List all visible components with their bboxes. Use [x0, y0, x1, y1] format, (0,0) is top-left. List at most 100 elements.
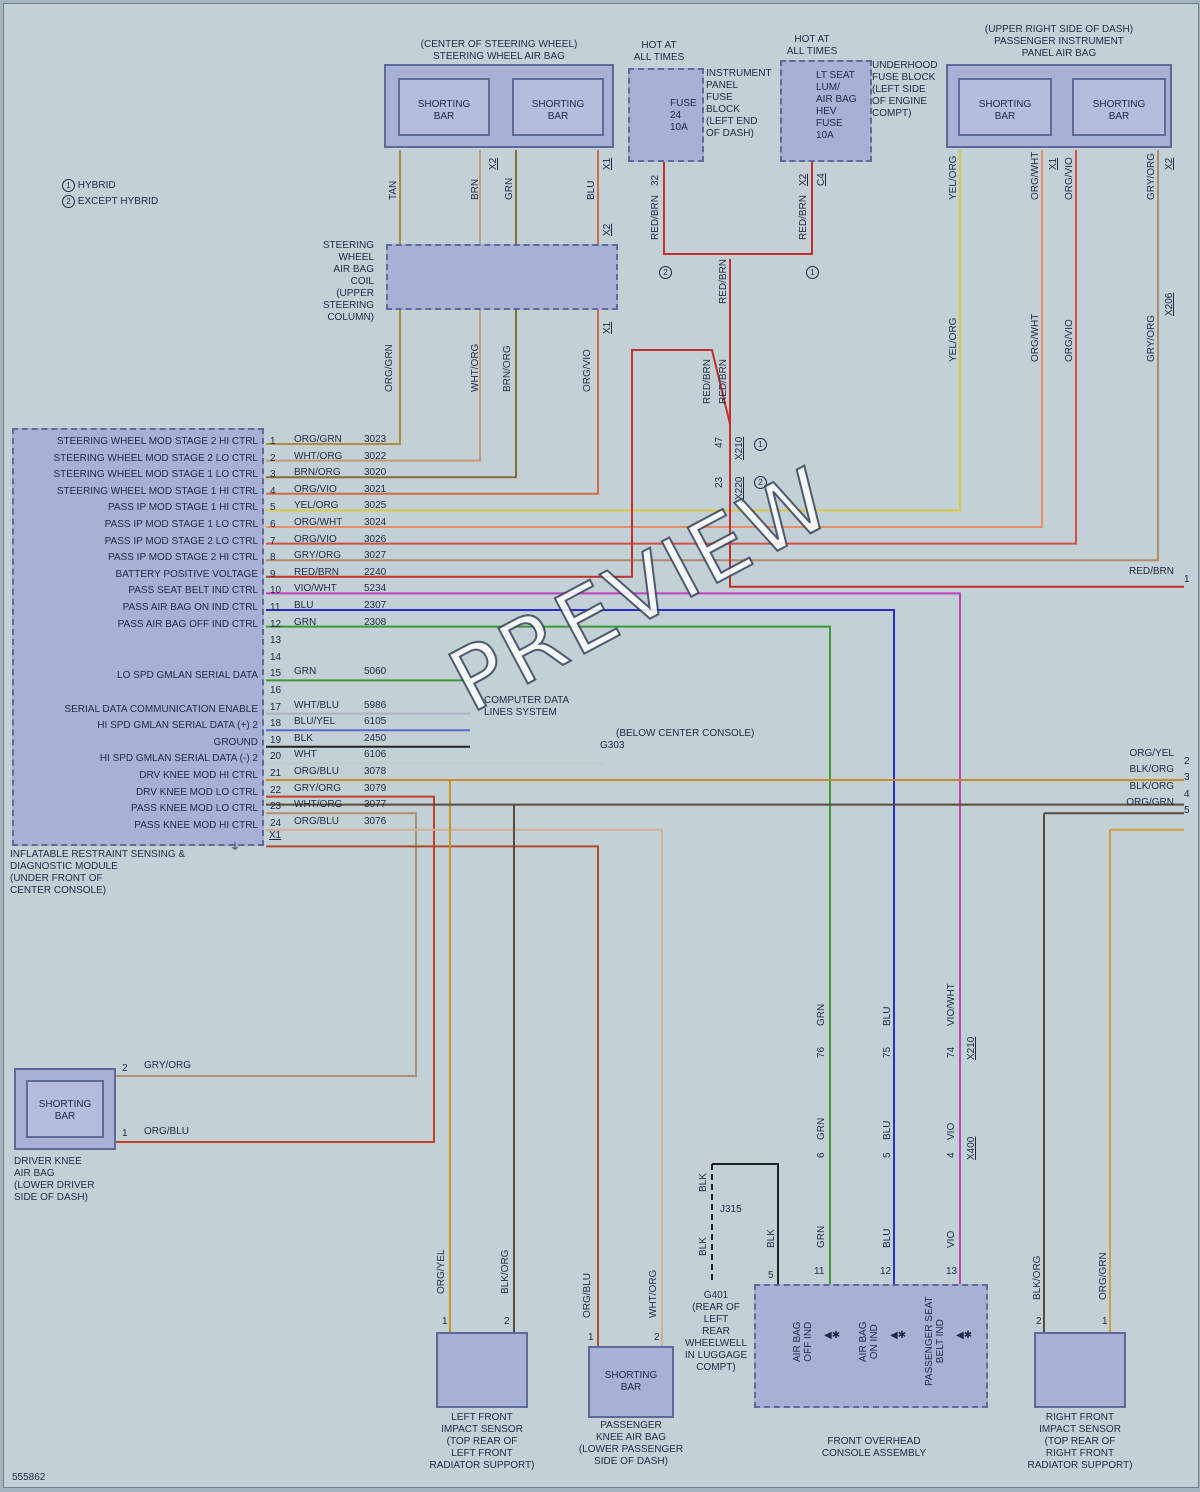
wire: [266, 150, 961, 512]
top-wire-label: YEL/ORG: [948, 155, 959, 200]
ip-fuse-block: [628, 68, 704, 162]
module-pin-wire: ORG/VIO: [294, 483, 337, 495]
ip-fuse-pin: 32: [650, 174, 661, 186]
module-pin-number: 23: [270, 801, 282, 813]
coil-wire-label: WHT/ORG: [470, 343, 481, 392]
pass-knee-pin1: 1: [588, 1332, 594, 1343]
overhead-ind1: AIR BAG OFF IND: [792, 1321, 814, 1362]
wire: [266, 150, 517, 479]
right-ref-wire: BLK/ORG: [1129, 781, 1174, 792]
top-wire-label: GRN: [504, 177, 515, 200]
wire: [1109, 828, 1184, 1334]
module-pin-number: 5: [270, 502, 276, 514]
lf-wire2: BLK/ORG: [500, 1249, 511, 1294]
module-pin-wire: BRN/ORG: [294, 467, 341, 479]
wire: [116, 812, 417, 1077]
pass-knee-label: PASSENGER KNEE AIR BAG (LOWER PASSENGER …: [578, 1420, 684, 1467]
uh-fuse-label: LT SEAT LUM/ AIR BAG HEV FUSE 10A: [816, 70, 857, 141]
ground-j315: J315: [720, 1204, 742, 1215]
uh-fuse-pin: X2: [798, 173, 809, 186]
g303-name: G303: [600, 740, 625, 751]
module-pin-wire: WHT: [294, 749, 317, 761]
pass-knee-wire2: WHT/ORG: [648, 1269, 659, 1318]
overhead-pin11: 11: [814, 1266, 825, 1277]
right-ref-wire: ORG/GRN: [1126, 797, 1174, 808]
top-wire-label: ORG/WHT: [1030, 151, 1041, 200]
steering-airbag-title: (CENTER OF STEERING WHEEL) STEERING WHEE…: [420, 39, 578, 62]
pass-conn-x2: X2: [1164, 157, 1175, 170]
module-pin-function: PASS IP MOD STAGE 2 HI CTRL: [107, 552, 258, 564]
module-pin-number: 14: [270, 651, 282, 663]
module-pin-circuit: 3020: [364, 467, 387, 479]
module-pin-wire: BLU/YEL: [294, 716, 336, 728]
module-pin-number: 7: [270, 535, 276, 547]
rf-pin2: 1: [1102, 1316, 1108, 1327]
right-ref-number: 2: [1184, 756, 1190, 767]
ground-blk3: BLK: [766, 1229, 777, 1248]
module-pin-number: 19: [270, 734, 282, 746]
module-pin-number: 13: [270, 635, 282, 647]
module-pin-wire: GRY/ORG: [294, 550, 342, 562]
module-pin-function: PASS IP MOD STAGE 1 LO CTRL: [104, 519, 258, 530]
g303-label: (BELOW CENTER CONSOLE): [616, 728, 755, 739]
ground-blk2: BLK: [698, 1237, 709, 1256]
wire: [663, 162, 813, 255]
fuse-ref2: 2: [659, 266, 672, 279]
uh-fuse-wire: RED/BRN: [798, 194, 809, 240]
rf-pin1: 2: [1036, 1316, 1042, 1327]
module-pin-number: 22: [270, 784, 282, 796]
driver-knee-wire1: ORG/BLU: [144, 1126, 190, 1137]
lf-pin1: 1: [442, 1316, 448, 1327]
wire: [266, 592, 961, 1284]
module-pin-number: 15: [270, 668, 282, 680]
inline-wire-upper: BLU: [882, 1006, 893, 1026]
wire: [266, 625, 831, 1284]
module-pin-number: 21: [270, 768, 282, 779]
coil-label: STEERING WHEEL AIR BAG COIL (UPPER STEER…: [322, 240, 374, 323]
module-pin-circuit: 3027: [364, 550, 387, 562]
lf-wire1: ORG/YEL: [436, 1249, 447, 1294]
inline-pin-upper: 76: [816, 1046, 827, 1058]
right-ref-number: 5: [1184, 805, 1190, 816]
module-pin-function: LO SPD GMLAN SERIAL DATA: [117, 670, 258, 682]
module-pin-function: HI SPD GMLAN SERIAL DATA (-) 2: [99, 753, 258, 765]
module-pin-function: DRV KNEE MOD LO CTRL: [135, 786, 258, 798]
right-ref-number: 4: [1184, 789, 1190, 800]
pass-lower-wire-label: ORG/VIO: [1064, 319, 1075, 362]
splice-wire2: RED/BRN: [702, 358, 713, 404]
module-pin-wire: WHT/ORG: [294, 450, 343, 462]
module-pin-circuit: 2450: [364, 732, 387, 744]
lf-sensor-label: LEFT FRONT IMPACT SENSOR (TOP REAR OF LE…: [429, 1412, 535, 1471]
right-ref-number: 3: [1184, 772, 1190, 783]
module-pin-function: PASS KNEE MOD LO CTRL: [130, 803, 258, 815]
module-pin-wire: GRN: [294, 666, 317, 678]
module-pin-circuit: 2307: [364, 600, 387, 611]
overhead-led3-icon: ◀✱: [956, 1330, 973, 1341]
module-pin-circuit: 3077: [364, 799, 387, 811]
uh-fuse-conn: C4: [816, 173, 827, 186]
inline-pin-lower: 6: [816, 1152, 827, 1158]
right-ref-wire: RED/BRN: [1128, 566, 1174, 577]
overhead-pin13: 13: [946, 1266, 958, 1277]
rf-sensor-label: RIGHT FRONT IMPACT SENSOR (TOP REAR OF R…: [1027, 1412, 1133, 1471]
inline-pin-upper: 75: [882, 1046, 893, 1058]
pass-conn-x1: X1: [1048, 157, 1059, 170]
module-pin-function: STEERING WHEEL MOD STAGE 2 HI CTRL: [56, 436, 258, 447]
module-pin-number: 9: [270, 568, 276, 580]
module-pin-wire: ORG/GRN: [294, 434, 342, 445]
rf-wire2: ORG/GRN: [1098, 1252, 1109, 1300]
top-wire-label: TAN: [388, 180, 399, 200]
module-pin-circuit: 3024: [364, 517, 387, 528]
wire: [266, 828, 663, 1346]
steering-conn-x2: X2: [488, 157, 499, 170]
module-pin-wire: GRN: [294, 616, 317, 628]
coil-box: [386, 244, 618, 310]
pass-knee-bar-label: SHORTING BAR: [604, 1370, 658, 1393]
inline-conn-lower: X400: [966, 1136, 977, 1160]
module-pin-number: 11: [270, 602, 281, 613]
module-pin-number: 12: [270, 618, 282, 630]
wire: [1043, 812, 1184, 1334]
overhead-console-box: [754, 1284, 988, 1408]
module-pin-circuit: 2308: [364, 616, 387, 628]
module-pin-number: 17: [270, 701, 282, 713]
